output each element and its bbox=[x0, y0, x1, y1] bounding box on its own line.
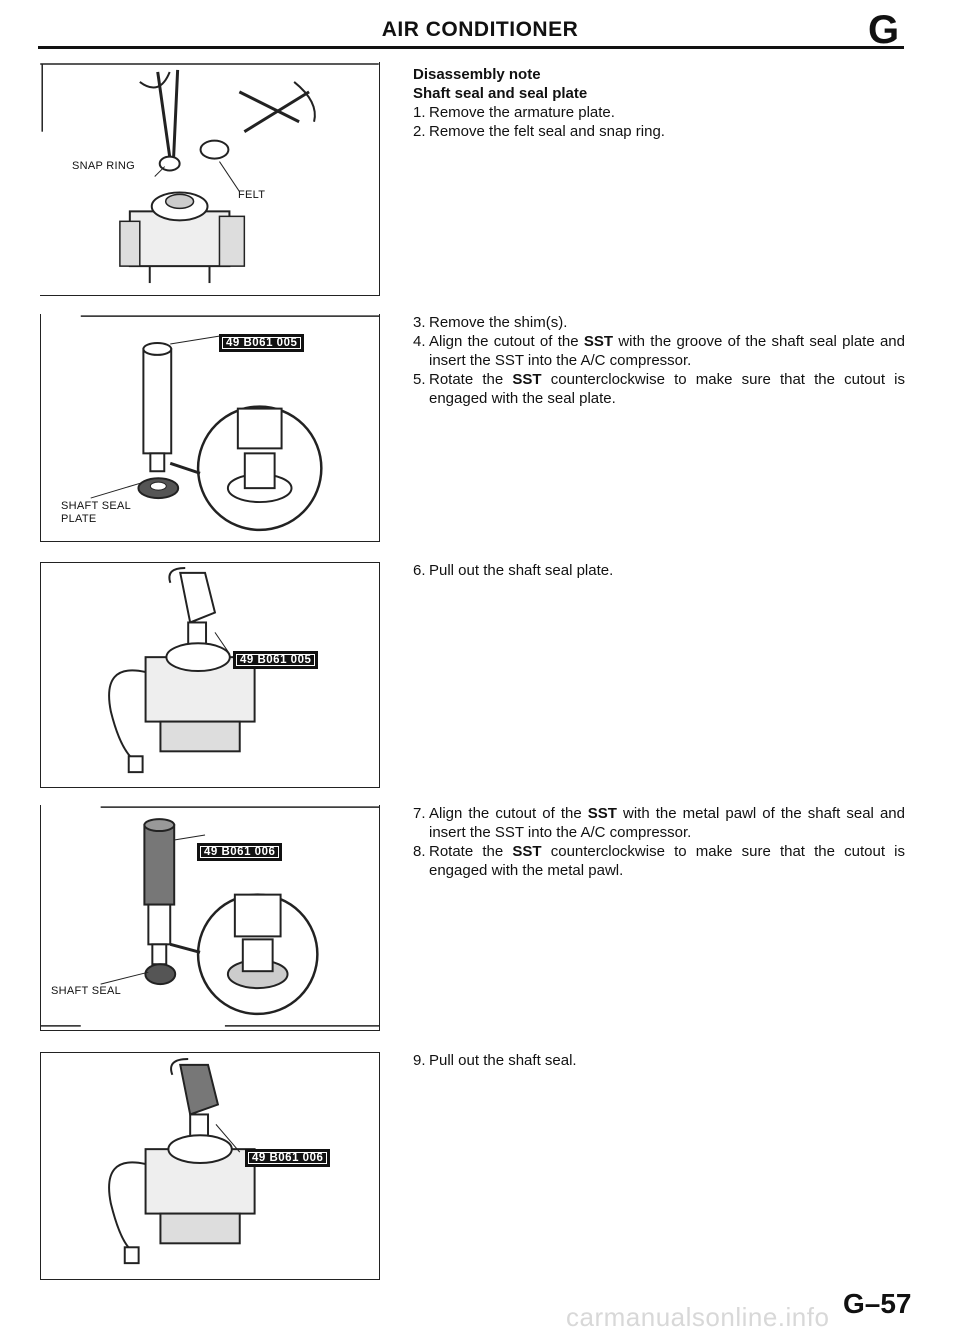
step-text-pre: Rotate the bbox=[429, 371, 513, 388]
step-number: 1. bbox=[413, 104, 426, 121]
header-rule bbox=[38, 46, 904, 49]
figure-snap-ring: SNAP RING FELT bbox=[40, 62, 380, 296]
figure-sst-seal-plate: 49 B061 005 SHAFT SEAL PLATE bbox=[40, 314, 380, 542]
sst-label: 49 B061 006 bbox=[245, 1149, 331, 1167]
figure-sst-shaft-seal: 49 B061 006 SHAFT SEAL bbox=[40, 805, 380, 1031]
sst-label: 49 B061 006 bbox=[197, 843, 283, 861]
page-number: G–57 bbox=[843, 1288, 912, 1319]
step-item: 4.Align the cutout of the SST with the g… bbox=[413, 332, 905, 370]
step-item: 2.Remove the felt seal and snap ring. bbox=[413, 122, 905, 141]
text-block-steps-7-8: 7.Align the cutout of the SST with the m… bbox=[413, 804, 905, 880]
label-shaft-seal-plate-line2: PLATE bbox=[61, 513, 97, 525]
step-number: 2. bbox=[413, 123, 426, 140]
step-text: Remove the felt seal and snap ring. bbox=[429, 123, 665, 140]
note-title: Disassembly note bbox=[413, 66, 541, 83]
step-text-post: with the metal pawl of the shaft seal an… bbox=[429, 805, 905, 841]
sst-word: SST bbox=[512, 843, 542, 860]
step-text-post: counterclockwise to make sure that the c… bbox=[429, 843, 905, 879]
step-item: 1.Remove the armature plate. bbox=[413, 103, 905, 122]
page-title: AIR CONDITIONER bbox=[381, 18, 579, 41]
step-text: Remove the armature plate. bbox=[429, 104, 615, 121]
steps-list: 7.Align the cutout of the SST with the m… bbox=[413, 804, 905, 880]
text-block-step-9: 9.Pull out the shaft seal. bbox=[413, 1051, 905, 1070]
step-number: 7. bbox=[413, 805, 426, 822]
step-item: 9.Pull out the shaft seal. bbox=[413, 1051, 905, 1070]
step-item: 6.Pull out the shaft seal plate. bbox=[413, 561, 905, 580]
step-text: Pull out the shaft seal plate. bbox=[429, 562, 614, 579]
step-item: 5.Rotate the SST counterclockwise to mak… bbox=[413, 370, 905, 408]
step-number: 3. bbox=[413, 314, 426, 331]
label-shaft-seal: SHAFT SEAL bbox=[51, 985, 122, 997]
sst-shaft-seal-illustration bbox=[41, 806, 379, 1027]
step-number: 9. bbox=[413, 1052, 426, 1069]
sst-label: 49 B061 005 bbox=[233, 651, 319, 669]
sst-seal-plate-illustration bbox=[80, 315, 379, 532]
section-letter: G bbox=[868, 8, 900, 52]
step-text: Remove the shim(s). bbox=[429, 314, 568, 331]
step-number: 5. bbox=[413, 371, 426, 388]
note-subtitle: Shaft seal and seal plate bbox=[413, 85, 588, 102]
sst-word: SST bbox=[587, 805, 617, 822]
step-text-pre: Align the cutout of the bbox=[429, 805, 588, 822]
steps-list: 9.Pull out the shaft seal. bbox=[413, 1051, 905, 1070]
step-text-post: counterclockwise to make sure that the c… bbox=[429, 371, 905, 407]
steps-list: 1.Remove the armature plate. 2.Remove th… bbox=[413, 103, 905, 141]
step-number: 6. bbox=[413, 562, 426, 579]
step-number: 4. bbox=[413, 333, 426, 350]
step-text-pre: Rotate the bbox=[429, 843, 513, 860]
step-text-pre: Align the cutout of the bbox=[429, 333, 584, 350]
sst-word: SST bbox=[583, 333, 614, 350]
label-shaft-seal-plate-line1: SHAFT SEAL bbox=[61, 500, 132, 512]
text-block-step-6: 6.Pull out the shaft seal plate. bbox=[413, 561, 905, 580]
text-block-steps-3-5: 3.Remove the shim(s). 4.Align the cutout… bbox=[413, 313, 905, 408]
sst-word: SST bbox=[512, 371, 542, 388]
label-snap-ring: SNAP RING bbox=[72, 160, 136, 172]
watermark: carmanualsonline.info bbox=[566, 1302, 830, 1332]
step-text-post: with the groove of the shaft seal plate … bbox=[429, 333, 905, 369]
steps-list: 6.Pull out the shaft seal plate. bbox=[413, 561, 905, 580]
snap-ring-removal-illustration bbox=[40, 63, 379, 284]
pull-seal-plate-illustration bbox=[108, 566, 256, 774]
pull-shaft-seal-illustration bbox=[108, 1057, 256, 1265]
sst-label: 49 B061 005 bbox=[219, 334, 305, 352]
figure-pull-seal-plate: 49 B061 005 bbox=[40, 562, 380, 788]
step-text: Pull out the shaft seal. bbox=[429, 1052, 577, 1069]
step-item: 8.Rotate the SST counterclockwise to mak… bbox=[413, 842, 905, 880]
step-item: 7.Align the cutout of the SST with the m… bbox=[413, 804, 905, 842]
step-item: 3.Remove the shim(s). bbox=[413, 313, 905, 332]
step-number: 8. bbox=[413, 843, 426, 860]
figure-pull-shaft-seal: 49 B061 006 bbox=[40, 1052, 380, 1280]
label-felt: FELT bbox=[238, 189, 266, 201]
text-block-disassembly-note: Disassembly note Shaft seal and seal pla… bbox=[413, 65, 905, 141]
steps-list: 3.Remove the shim(s). 4.Align the cutout… bbox=[413, 313, 905, 408]
